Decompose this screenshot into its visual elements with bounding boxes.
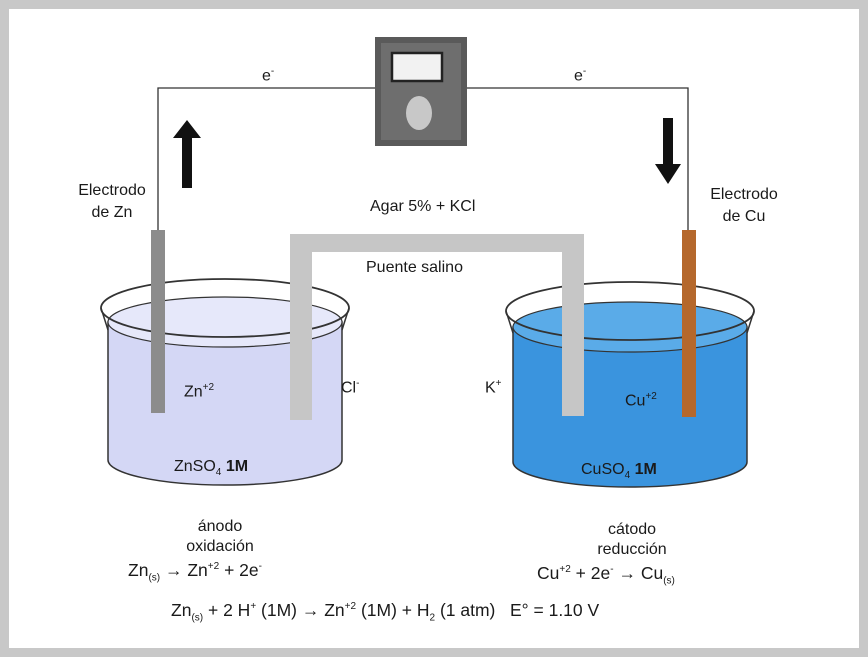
copper-electrode-label: Electrodo de Cu — [710, 186, 778, 225]
copper-beaker — [505, 281, 755, 488]
zinc-ion-label: Zn+2 — [184, 382, 215, 401]
voltmeter-display — [390, 51, 444, 83]
potassium-ion-label: K+ — [485, 378, 502, 397]
copper-solution-label: CuSO4 1M — [581, 461, 657, 482]
voltmeter — [375, 37, 467, 146]
electron-label-left: e- — [262, 66, 275, 85]
arrow-down-icon — [655, 118, 681, 184]
zinc-electrode-label: Electrodo de Zn — [78, 182, 146, 221]
zinc-beaker — [100, 278, 350, 486]
cathode-label: cátodo reducción — [597, 521, 667, 558]
reduction-half-reaction: Cu+2 + 2e- → Cu(s) — [537, 563, 675, 587]
copper-ion-label: Cu+2 — [625, 391, 657, 410]
overall-reaction: Zn(s) + 2 H+ (1M) → Zn+2 (1M) + H2 (1 at… — [171, 600, 600, 624]
anode-label: ánodo oxidación — [186, 518, 254, 555]
standard-potential: E° = 1.10 V — [509, 600, 600, 620]
copper-electrode — [682, 230, 696, 417]
arrow-up-icon — [173, 120, 201, 188]
electron-label-right: e- — [574, 66, 587, 85]
bridge-composition: Agar 5% + KCl — [370, 198, 476, 215]
wire-left — [157, 87, 380, 232]
voltmeter-dial — [406, 96, 432, 130]
chloride-ion-label: Cl- — [341, 378, 360, 397]
wire-right — [462, 87, 689, 232]
oxidation-half-reaction: Zn(s) → Zn+2 + 2e- — [128, 560, 262, 584]
zinc-solution-label: ZnSO4 1M — [174, 458, 249, 479]
zinc-electrode — [151, 230, 165, 413]
bridge-name: Puente salino — [366, 259, 463, 276]
